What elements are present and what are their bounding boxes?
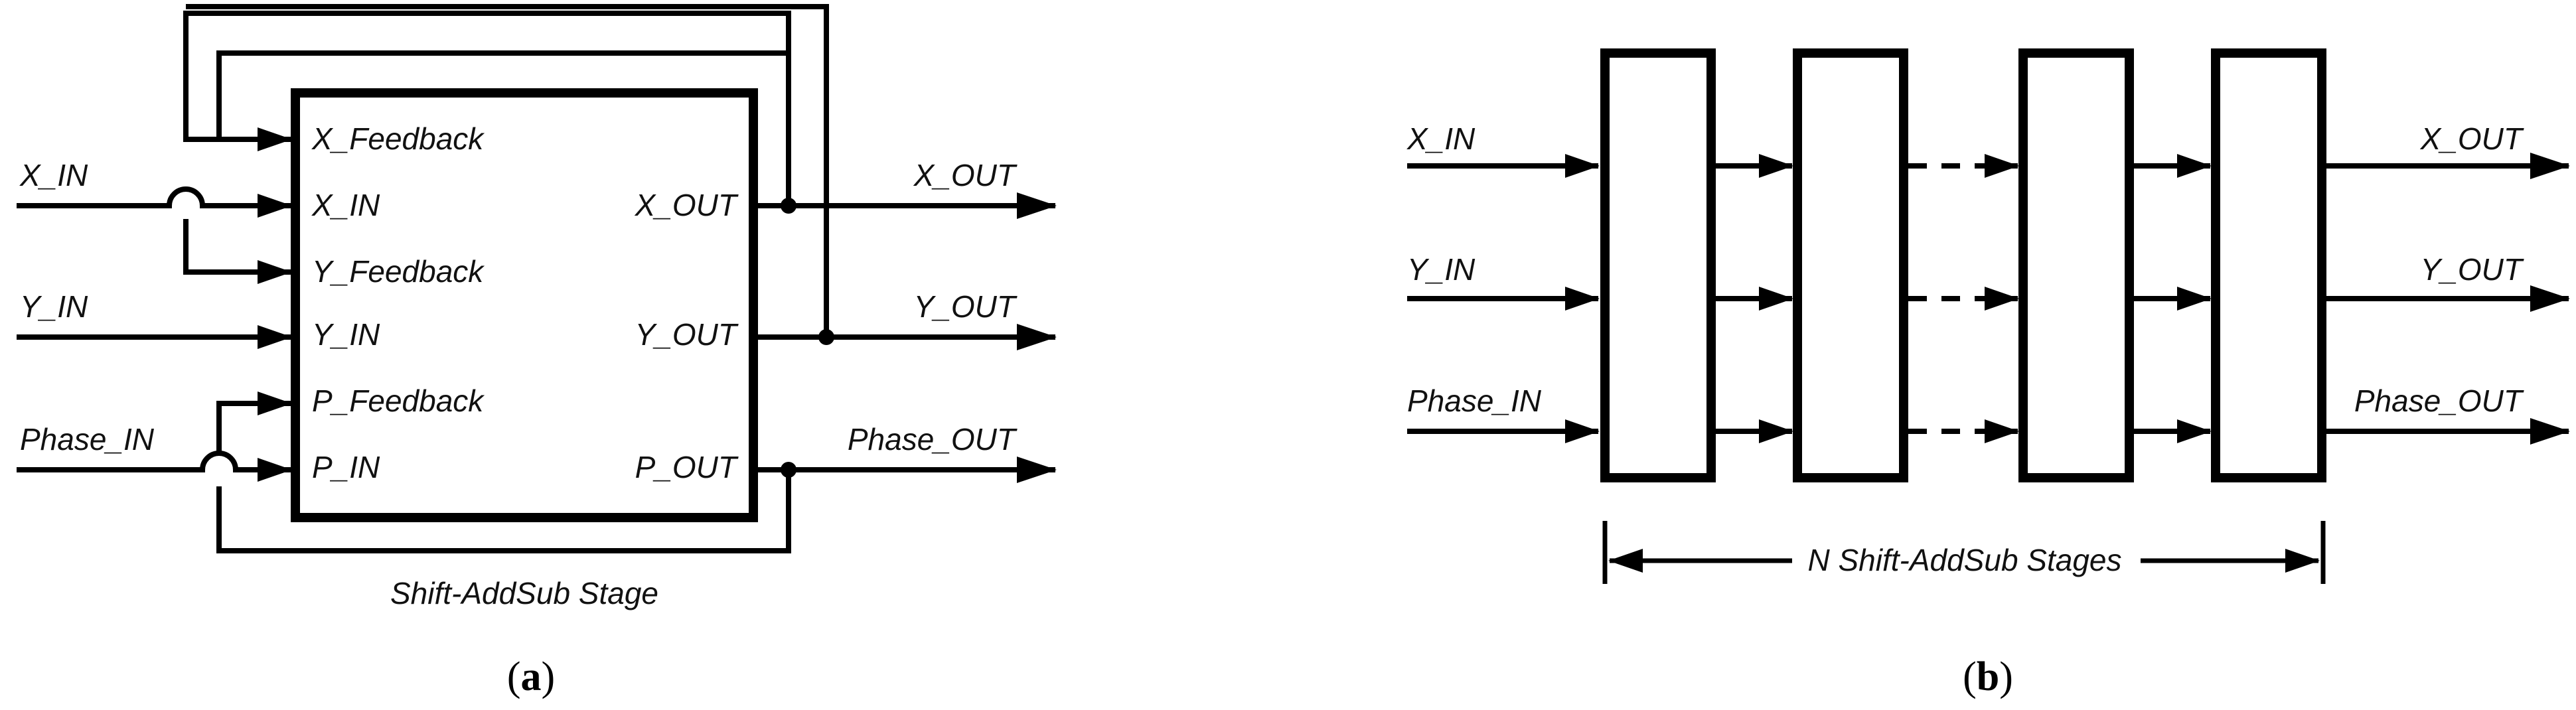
signal-y-in-label-b: Y_IN — [1407, 252, 1476, 287]
wire-p-feedback-bottom — [216, 470, 791, 553]
signal-x-out-label: X_OUT — [913, 158, 1018, 192]
signal-y-out-label-b: Y_OUT — [2421, 252, 2524, 287]
panel-b: X_IN Y_IN Phase_IN X_OUT Y_OUT Phase_OUT — [1406, 48, 2570, 699]
wire-phase-in — [17, 451, 292, 482]
signal-y-in-label: Y_IN — [20, 289, 88, 324]
signal-phase-out-label-b: Phase_OUT — [2354, 384, 2524, 418]
wire-x-feedback-inner — [216, 50, 791, 206]
junction-p-out — [781, 462, 796, 478]
port-y-in: Y_IN — [312, 317, 380, 352]
shift-addsub-block — [291, 88, 758, 522]
port-y-feedback: Y_Feedback — [312, 254, 485, 289]
port-p-in: P_IN — [312, 450, 380, 484]
caption-shift-addsub-stage: Shift-AddSub Stage — [390, 576, 658, 610]
port-x-feedback: X_Feedback — [311, 121, 485, 156]
junction-y-out — [818, 329, 834, 345]
subfigure-label-a: (a) — [507, 654, 555, 699]
signal-x-in-label-b: X_IN — [1406, 121, 1476, 156]
panel-a: X_Feedback X_IN Y_Feedback Y_IN P_Feedba… — [17, 4, 1057, 699]
junction-x-out — [781, 198, 796, 214]
stage-block-3 — [2018, 48, 2134, 482]
port-x-out: X_OUT — [635, 188, 739, 222]
stage-block-4 — [2211, 48, 2326, 482]
dimension-label: N Shift-AddSub Stages — [1807, 543, 2121, 577]
port-p-out: P_OUT — [635, 450, 739, 484]
wire-y-feedback-entry — [183, 219, 292, 284]
signal-phase-in-label: Phase_IN — [20, 422, 155, 457]
signal-phase-out-label: Phase_OUT — [848, 422, 1018, 457]
wire-p-feedback-entry — [216, 391, 292, 453]
wire-x-in — [17, 186, 292, 218]
port-y-out: Y_OUT — [635, 317, 739, 352]
port-x-in: X_IN — [311, 188, 380, 222]
signal-y-out-label: Y_OUT — [914, 289, 1018, 324]
signal-x-out-label-b: X_OUT — [2420, 121, 2524, 156]
stage-block-1 — [1600, 48, 1716, 482]
subfigure-label-b: (b) — [1963, 654, 2013, 699]
stage-block-2 — [1793, 48, 1908, 482]
signal-phase-in-label-b: Phase_IN — [1407, 384, 1542, 418]
port-p-feedback: P_Feedback — [312, 384, 485, 418]
signal-x-in-label: X_IN — [19, 158, 88, 192]
